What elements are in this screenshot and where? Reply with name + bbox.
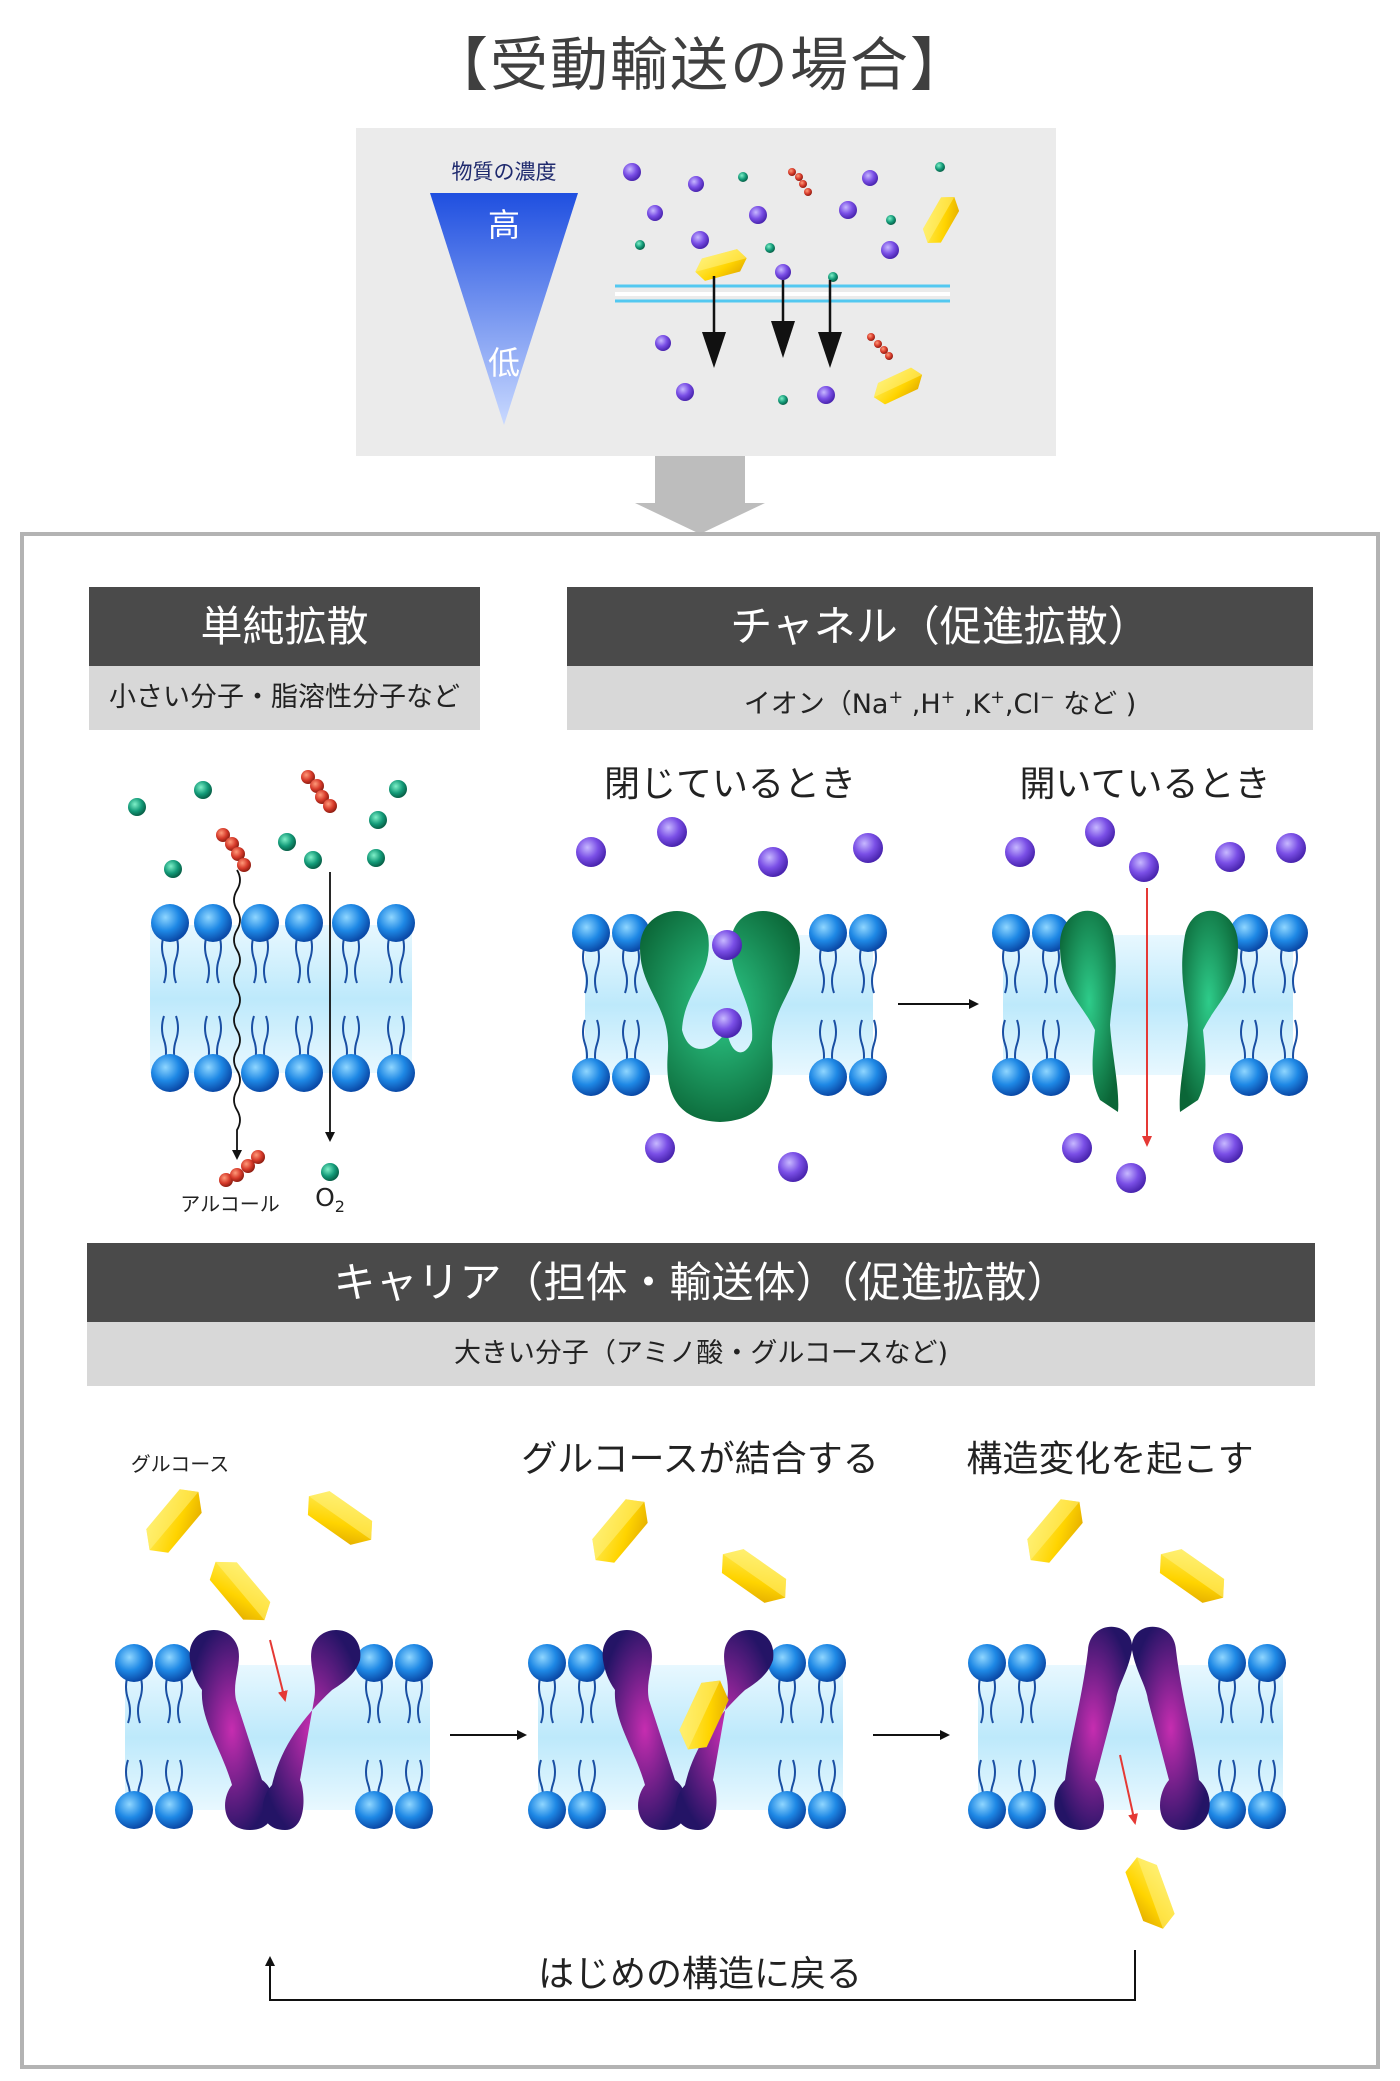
simple-lipid-heads <box>151 904 415 1092</box>
oxygen-subscript: 2 <box>334 1197 345 1216</box>
carrier-protein-1 <box>189 1629 361 1830</box>
high-label: 高 <box>487 206 520 244</box>
channel-closed-label: 閉じているとき <box>603 764 856 805</box>
glucose-label: グルコース <box>130 1452 230 1476</box>
return-structure-label: はじめの構造に戻る <box>537 1954 862 1995</box>
concentration-gradient-triangle <box>430 193 578 425</box>
carrier-protein-2 <box>602 1629 774 1830</box>
oxygen-symbol: O <box>315 1183 335 1212</box>
simple-diffusion-subtitle: 小さい分子・脂溶性分子など <box>89 666 480 730</box>
low-label: 低 <box>487 344 520 382</box>
intro-molecules <box>623 162 964 408</box>
glucose-binding-label: グルコースが結合する <box>521 1439 879 1480</box>
simple-molecules <box>128 770 407 1187</box>
channel-header: チャネル（促進拡散） <box>567 587 1313 666</box>
gradient-label: 物質の濃度 <box>451 160 557 184</box>
channel-sub-h: ,H <box>903 689 941 720</box>
k-charge: + <box>990 688 1005 708</box>
carrier-subtitle: 大きい分子（アミノ酸・グルコースなど) <box>87 1322 1315 1386</box>
main-frame <box>20 532 1380 2069</box>
return-cycle-arrow <box>265 1950 1136 2001</box>
glucose-binding-arrow <box>269 1639 288 1702</box>
alcohol-label: アルコール <box>180 1192 280 1216</box>
oxygen-label: O2 <box>300 1183 360 1216</box>
simple-diffusion-paths <box>232 869 335 1160</box>
channel-open-label: 開いているとき <box>1019 764 1271 805</box>
channel-open-ions <box>1005 817 1306 1193</box>
glucose-release-arrow <box>1119 1754 1138 1825</box>
channel-sub-suffix: など ) <box>1054 689 1137 720</box>
carrier-protein-3 <box>1054 1626 1210 1830</box>
carrier-header: キャリア（担体・輸送体）（促進拡散） <box>87 1243 1315 1322</box>
simple-diffusion-membrane <box>150 904 415 1092</box>
carrier-membrane-1 <box>115 1644 433 1829</box>
intro-diffusion-arrows <box>702 276 842 368</box>
cl-charge: − <box>1039 688 1055 708</box>
channel-protein-closed <box>640 911 800 1122</box>
channel-sub-prefix: イオン（Na <box>743 689 889 720</box>
carrier-membrane-3 <box>968 1644 1286 1829</box>
channel-protein-open <box>1060 910 1238 1112</box>
channel-sub-cl: ,Cl <box>1004 689 1040 720</box>
conformational-change-label: 構造変化を起こす <box>966 1439 1254 1480</box>
simple-diffusion-header: 単純拡散 <box>89 587 480 666</box>
channel-subtitle: イオン（Na+ ,H+ ,K+,Cl− など ) <box>567 666 1313 730</box>
h-charge: + <box>940 688 956 708</box>
page-title: 【受動輸送の場合】 <box>429 31 970 99</box>
channel-open-membrane <box>992 914 1308 1096</box>
na-charge: + <box>888 688 904 708</box>
channel-closed-ions <box>576 817 883 1182</box>
channel-sub-k: ,K <box>955 689 991 720</box>
transition-arrow <box>635 456 765 534</box>
